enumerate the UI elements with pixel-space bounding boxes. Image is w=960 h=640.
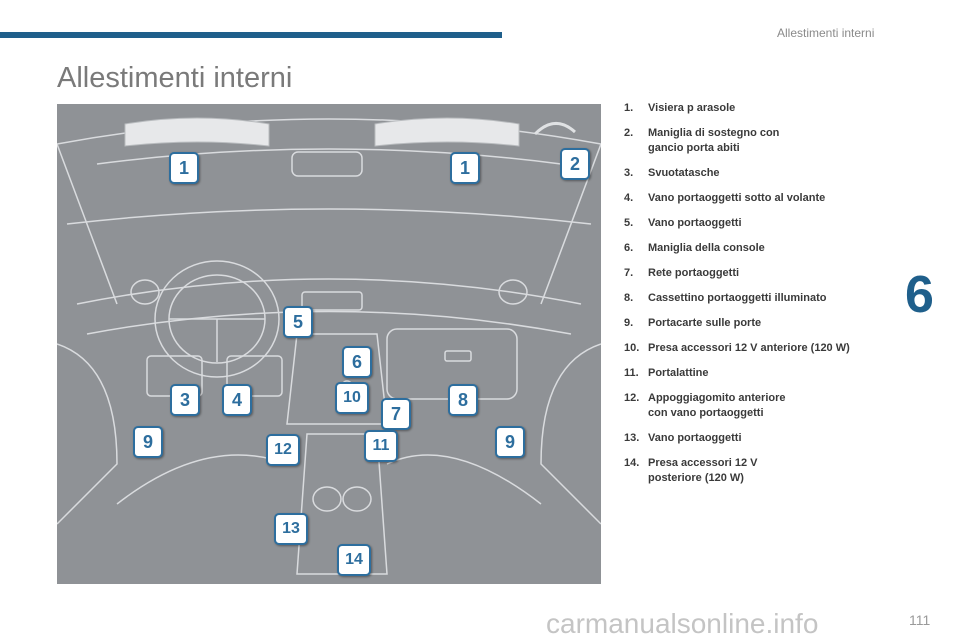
legend-item: 5.Vano portaoggetti xyxy=(624,217,742,229)
page-title: Allestimenti interni xyxy=(57,62,293,94)
callout-5: 5 xyxy=(283,306,313,338)
legend-list: 1.Visiera p arasole 2.Maniglia di sosteg… xyxy=(624,101,894,496)
legend-item: 6.Maniglia della console xyxy=(624,242,765,254)
callout-1-left: 1 xyxy=(169,152,199,184)
callout-8: 8 xyxy=(448,384,478,416)
chapter-number: 6 xyxy=(905,266,934,324)
callout-14: 14 xyxy=(337,544,371,576)
callout-6: 6 xyxy=(342,346,372,378)
callout-12: 12 xyxy=(266,434,300,466)
legend-item: 12.Appoggiagomito anteriore con vano por… xyxy=(624,392,786,419)
legend-item: 1.Visiera p arasole xyxy=(624,102,736,114)
legend-item: 10.Presa accessori 12 V anteriore (120 W… xyxy=(624,342,850,354)
legend-item: 3.Svuotatasche xyxy=(624,167,720,179)
callout-7: 7 xyxy=(381,398,411,430)
callout-10: 10 xyxy=(335,382,369,414)
page-number: 111 xyxy=(909,612,931,628)
legend-item: 9.Portacarte sulle porte xyxy=(624,317,762,329)
interior-illustration: 1 1 2 3 4 5 6 7 8 9 9 10 11 12 13 14 xyxy=(57,104,601,584)
running-header: Allestimenti interni xyxy=(777,26,875,40)
callout-13: 13 xyxy=(274,513,308,545)
callout-2: 2 xyxy=(560,148,590,180)
legend-item: 13.Vano portaoggetti xyxy=(624,432,742,444)
callout-9-left: 9 xyxy=(133,426,163,458)
legend-item: 14.Presa accessori 12 V posteriore (120 … xyxy=(624,457,758,484)
callout-9-right: 9 xyxy=(495,426,525,458)
callout-4: 4 xyxy=(222,384,252,416)
callout-3: 3 xyxy=(170,384,200,416)
legend-item: 11.Portalattine xyxy=(624,367,709,379)
legend-item: 7.Rete portaoggetti xyxy=(624,267,740,279)
legend-item: 4.Vano portaoggetti sotto al volante xyxy=(624,192,826,204)
interior-drawing xyxy=(57,117,601,575)
legend-item: 8.Cassettino portaoggetti illuminato xyxy=(624,292,827,304)
watermark-url: carmanualsonline.info xyxy=(546,608,819,639)
legend-item: 2.Maniglia di sostegno con gancio porta … xyxy=(624,127,780,154)
callout-11: 11 xyxy=(364,430,398,462)
header-accent-bar xyxy=(0,32,502,38)
callout-1-right: 1 xyxy=(450,152,480,184)
